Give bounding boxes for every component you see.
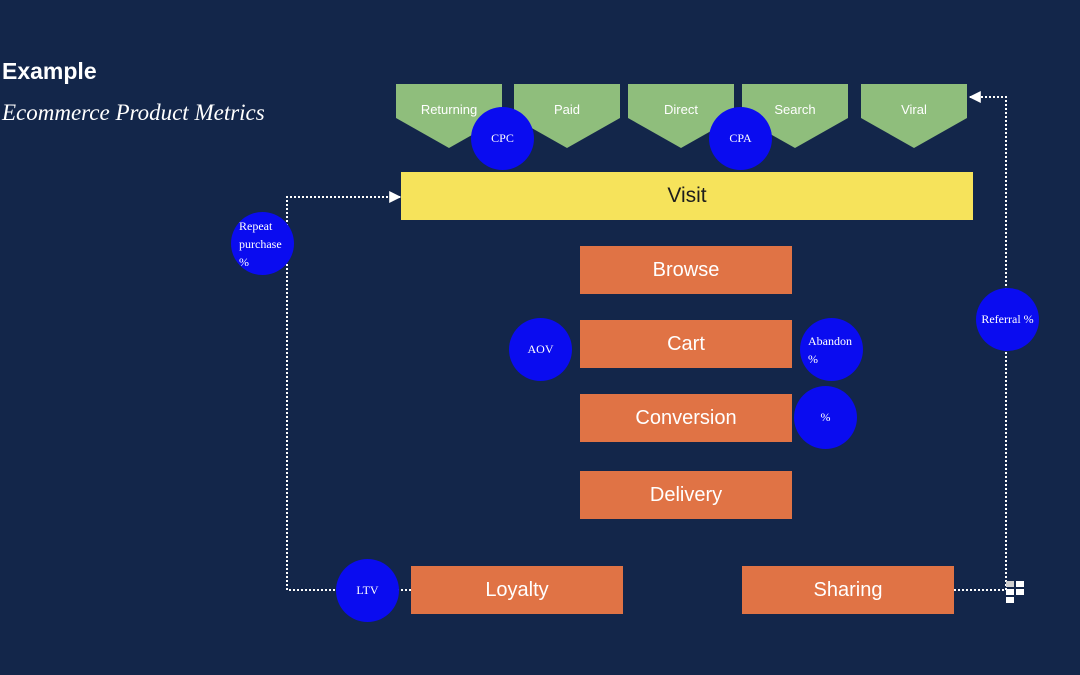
metric-referral: Referral % bbox=[976, 288, 1039, 351]
channel-paid: Paid bbox=[514, 84, 620, 148]
stage-sharing: Sharing bbox=[742, 566, 954, 614]
chevron-shape bbox=[861, 84, 967, 148]
page-subtitle: Ecommerce Product Metrics bbox=[2, 100, 265, 125]
metric-conversion-rate: % bbox=[794, 386, 857, 449]
channel-label: Search bbox=[774, 102, 816, 117]
stage-visit: Visit bbox=[401, 172, 973, 220]
metric-repeat-purchase: Repeat purchase % bbox=[231, 212, 294, 275]
chevron-shape bbox=[628, 84, 734, 148]
metric-repeat-line1: Repeat bbox=[239, 218, 273, 233]
channel-label: Paid bbox=[553, 102, 581, 117]
metric-ltv: LTV bbox=[336, 559, 399, 622]
metric-abandon: Abandon % bbox=[800, 318, 863, 381]
blocks-icon bbox=[1006, 581, 1024, 603]
channel-viral: Viral bbox=[861, 84, 967, 148]
metric-abandon-line2: % bbox=[808, 351, 818, 366]
referral-loop-line bbox=[954, 91, 1007, 591]
channel-label: Returning bbox=[420, 102, 478, 117]
channel-label: Viral bbox=[901, 102, 927, 117]
chevron-shape bbox=[514, 84, 620, 148]
stage-browse: Browse bbox=[580, 246, 792, 294]
channel-label: Direct bbox=[664, 102, 698, 117]
channel-direct: Direct bbox=[628, 84, 734, 148]
stage-loyalty: Loyalty bbox=[411, 566, 623, 614]
metric-aov: AOV bbox=[509, 318, 572, 381]
stage-conversion: Conversion bbox=[580, 394, 792, 442]
page-title: Example bbox=[2, 58, 97, 84]
metric-cpa: CPA bbox=[709, 107, 772, 170]
stage-cart: Cart bbox=[580, 320, 792, 368]
metric-repeat-line2: purchase % bbox=[239, 236, 282, 269]
repeat-loop-line bbox=[286, 191, 411, 591]
metric-cpc: CPC bbox=[471, 107, 534, 170]
metric-abandon-line1: Abandon bbox=[808, 333, 852, 348]
stage-delivery: Delivery bbox=[580, 471, 792, 519]
